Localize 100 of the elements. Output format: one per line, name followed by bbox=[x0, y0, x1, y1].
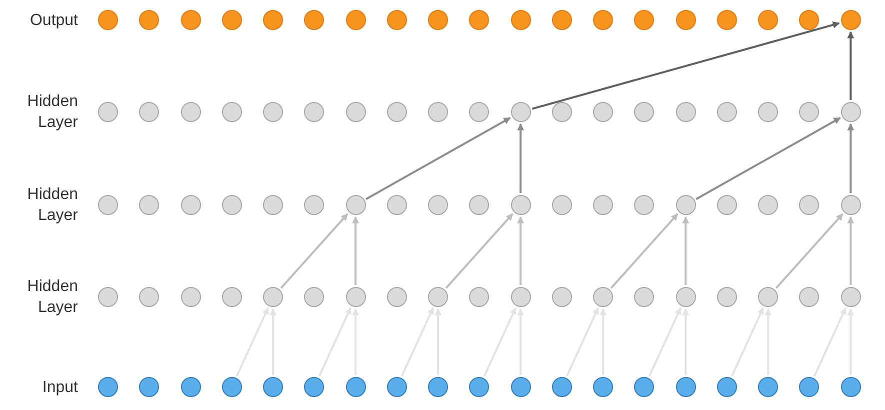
neuron-circle bbox=[222, 195, 242, 215]
neuron-circle bbox=[676, 377, 696, 397]
neuron-circle bbox=[428, 10, 448, 30]
neuron-circle bbox=[799, 195, 820, 215]
neuron-circle bbox=[304, 195, 324, 215]
neuron-circle bbox=[840, 287, 861, 307]
neuron-circle bbox=[386, 377, 407, 397]
neuron-circle bbox=[593, 195, 614, 215]
neuron-circle bbox=[139, 287, 160, 307]
arrow bbox=[566, 307, 600, 376]
neuron-circle bbox=[180, 102, 201, 122]
arrow bbox=[610, 213, 678, 289]
neuron-circle bbox=[428, 195, 448, 215]
neuron-circle bbox=[634, 287, 654, 307]
neuron-circle bbox=[758, 287, 778, 307]
arrow bbox=[731, 307, 764, 376]
neuron-circle bbox=[222, 10, 242, 30]
neuron-circle bbox=[634, 377, 654, 397]
neuron-circle bbox=[552, 102, 572, 122]
arrow bbox=[847, 308, 854, 375]
neuron-circle bbox=[593, 10, 614, 30]
neuron-circle bbox=[139, 10, 160, 30]
neuron-circle bbox=[263, 195, 284, 215]
neuron-circle bbox=[510, 195, 531, 215]
neuron-circle bbox=[222, 287, 242, 307]
neuron-circle bbox=[428, 377, 448, 397]
neuron-circle bbox=[510, 102, 531, 122]
neuron-circle bbox=[676, 102, 696, 122]
neuron-circle bbox=[180, 287, 201, 307]
neuron-circle bbox=[346, 195, 366, 215]
arrow bbox=[532, 22, 840, 110]
arrow bbox=[352, 216, 360, 285]
neuron-circle bbox=[428, 102, 448, 122]
neuron-circle bbox=[263, 377, 284, 397]
neuron-circle bbox=[758, 377, 778, 397]
neuron-circle bbox=[180, 10, 201, 30]
neuron-circle bbox=[98, 102, 118, 122]
arrow bbox=[847, 216, 854, 285]
layer-label: Hidden Layer bbox=[26, 92, 78, 133]
arrow bbox=[847, 31, 854, 100]
neuron-circle bbox=[552, 377, 572, 397]
neuron-circle bbox=[98, 377, 118, 397]
neuron-circle bbox=[346, 10, 366, 30]
neuron-circle bbox=[634, 195, 654, 215]
layer-label: Hidden Layer bbox=[26, 185, 78, 226]
arrow bbox=[764, 308, 772, 375]
arrow bbox=[814, 307, 847, 376]
layer-label: Input bbox=[41, 378, 78, 398]
neuron-circle bbox=[840, 102, 861, 122]
layer-label: Hidden Layer bbox=[26, 277, 78, 318]
arrow bbox=[847, 123, 854, 193]
arrow bbox=[352, 308, 360, 375]
neuron-circle bbox=[510, 377, 531, 397]
neuron-circle bbox=[593, 287, 614, 307]
neuron-circle bbox=[263, 102, 284, 122]
layer-label: Output bbox=[28, 10, 78, 30]
arrow bbox=[445, 213, 514, 289]
neuron-circle bbox=[552, 10, 572, 30]
arrow bbox=[517, 216, 524, 285]
neuron-circle bbox=[634, 102, 654, 122]
neuron-circle bbox=[593, 377, 614, 397]
neuron-circle bbox=[386, 10, 407, 30]
neuron-circle bbox=[469, 377, 490, 397]
arrow bbox=[270, 308, 277, 375]
neuron-circle bbox=[840, 10, 861, 30]
neuron-circle bbox=[799, 102, 820, 122]
neuron-circle bbox=[222, 377, 242, 397]
neuron-circle bbox=[180, 377, 201, 397]
arrow bbox=[600, 308, 607, 375]
neuron-circle bbox=[676, 195, 696, 215]
arrow bbox=[236, 307, 269, 376]
neuron-circle bbox=[840, 195, 861, 215]
neuron-circle bbox=[510, 10, 531, 30]
neuron-circle bbox=[758, 10, 778, 30]
neuron-circle bbox=[139, 102, 160, 122]
arrow bbox=[400, 307, 434, 376]
neuron-circle bbox=[386, 287, 407, 307]
neuron-circle bbox=[180, 195, 201, 215]
neuron-circle bbox=[386, 195, 407, 215]
neuron-circle bbox=[510, 287, 531, 307]
neuron-circle bbox=[98, 10, 118, 30]
neuron-circle bbox=[716, 10, 737, 30]
arrow bbox=[366, 117, 511, 200]
arrow bbox=[517, 308, 524, 375]
neuron-circle bbox=[304, 102, 324, 122]
neuron-circle bbox=[428, 287, 448, 307]
neuron-circle bbox=[304, 377, 324, 397]
neuron-circle bbox=[469, 10, 490, 30]
neuron-circle bbox=[799, 287, 820, 307]
neuron-circle bbox=[799, 377, 820, 397]
neuron-circle bbox=[676, 287, 696, 307]
neuron-circle bbox=[552, 195, 572, 215]
neuron-circle bbox=[593, 102, 614, 122]
neuron-circle bbox=[263, 287, 284, 307]
neuron-circle bbox=[346, 102, 366, 122]
arrow bbox=[517, 123, 524, 193]
arrow bbox=[775, 213, 844, 289]
arrow bbox=[648, 307, 682, 376]
neuron-circle bbox=[469, 287, 490, 307]
neuron-circle bbox=[98, 287, 118, 307]
